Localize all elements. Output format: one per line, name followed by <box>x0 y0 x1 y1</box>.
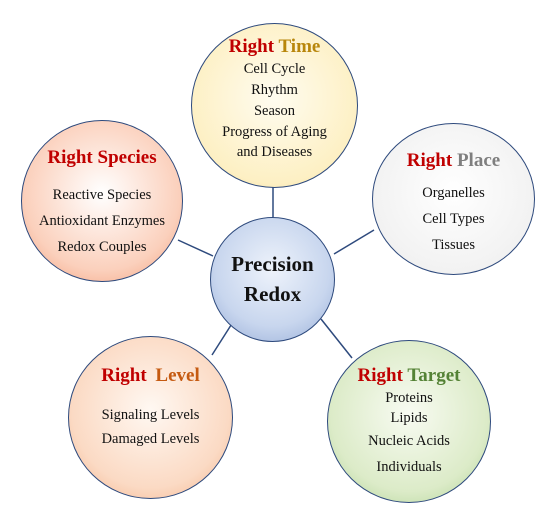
place-item: Organelles <box>422 185 485 201</box>
right-place-title: Right Place <box>373 150 534 172</box>
connector-place <box>333 229 375 255</box>
center-line-2: Redox <box>243 282 302 306</box>
right-level-circle: Right Level Signaling Levels Damaged Lev… <box>68 336 233 499</box>
right-level-title: Right Level <box>69 365 232 387</box>
center-line-1: Precision <box>231 252 314 276</box>
target-item: Individuals <box>376 459 442 475</box>
connector-species <box>177 239 214 257</box>
level-item: Damaged Levels <box>101 431 200 447</box>
level-item: Signaling Levels <box>101 407 200 423</box>
right-word: Right <box>357 365 403 386</box>
right-place-circle: Right Place Organelles Cell Types Tissue… <box>372 123 535 275</box>
species-item: Reactive Species <box>52 187 152 203</box>
target-item: Nucleic Acids <box>368 433 450 449</box>
time-label: Time <box>278 36 321 57</box>
connector-target <box>320 318 353 359</box>
species-item: Antioxidant Enzymes <box>38 213 166 229</box>
target-item: Proteins <box>385 390 433 406</box>
time-item: Rhythm <box>251 82 298 98</box>
right-word: Right <box>228 36 275 57</box>
right-target-title: Right Target <box>328 365 490 387</box>
time-item: Cell Cycle <box>243 61 306 77</box>
right-time-title: Right Time <box>192 36 357 58</box>
place-item: Cell Types <box>422 211 485 227</box>
right-target-circle: Right Target Proteins Lipids Nucleic Aci… <box>327 340 491 503</box>
time-item: Season <box>253 103 296 119</box>
place-item: Tissues <box>432 237 475 253</box>
right-word: Right <box>47 147 93 168</box>
right-word: Right <box>406 150 453 171</box>
right-word: Right <box>101 365 147 386</box>
target-label: Target <box>407 365 461 386</box>
precision-redox-circle: Precision Redox <box>210 217 335 342</box>
place-label: Place <box>456 150 501 171</box>
level-label: Level <box>155 365 200 386</box>
right-time-circle: Right Time Cell Cycle Rhythm Season Prog… <box>191 23 358 188</box>
target-item: Lipids <box>390 410 428 426</box>
right-species-circle: Right Species Reactive Species Antioxida… <box>21 120 183 282</box>
species-label: Species <box>97 147 157 168</box>
connector-level <box>211 321 234 356</box>
time-item: and Diseases <box>236 144 313 160</box>
right-species-title: Right Species <box>22 147 182 169</box>
time-item: Progress of Aging <box>222 124 327 140</box>
species-item: Redox Couples <box>57 239 147 255</box>
